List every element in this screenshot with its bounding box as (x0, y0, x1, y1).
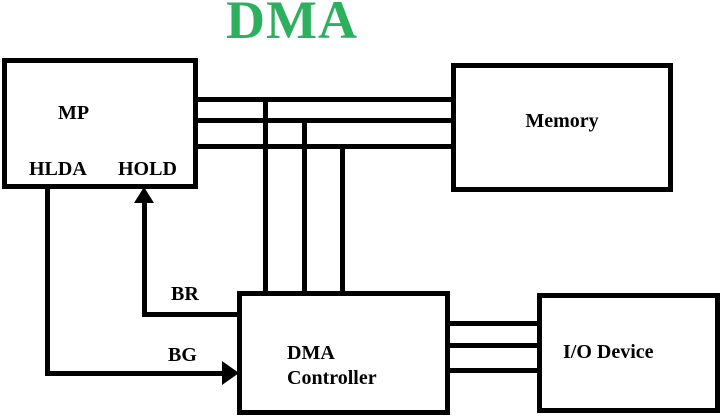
br-line-vertical (142, 200, 147, 317)
br-line-horizontal (142, 312, 239, 317)
bus-line-h1 (195, 97, 453, 102)
bg-line-vertical (45, 187, 50, 376)
dma-io-line-2 (448, 343, 539, 348)
mp-pin-hold-label: HOLD (118, 158, 177, 180)
memory-label: Memory (525, 110, 599, 132)
dma-io-line-3 (448, 368, 539, 373)
diagram-title: DMA (226, 0, 358, 50)
mp-label: MP (58, 102, 90, 124)
br-signal-label: BR (171, 283, 199, 305)
mp-box: MP HLDA HOLD (2, 58, 198, 189)
bg-arrow-right-icon (222, 361, 239, 385)
io-device-box: I/O Device (537, 293, 720, 413)
hold-arrow-up-icon (134, 187, 154, 203)
dma-controller-label: DMA Controller (287, 341, 377, 391)
memory-box: Memory (451, 63, 673, 192)
mp-pin-hlda-label: HLDA (29, 158, 87, 180)
dma-io-line-1 (448, 321, 539, 326)
bus-line-h2 (195, 118, 453, 123)
dma-controller-label-line2: Controller (287, 367, 377, 389)
bus-line-v2 (302, 118, 307, 294)
dma-controller-label-line1: DMA (287, 342, 335, 364)
bus-line-v1 (263, 97, 268, 294)
bg-signal-label: BG (168, 344, 197, 366)
bg-line-horizontal (45, 371, 225, 376)
io-device-label: I/O Device (563, 341, 654, 363)
bus-line-v3 (340, 144, 345, 294)
bus-line-h3 (195, 144, 453, 149)
dma-controller-box: DMA Controller (237, 291, 450, 415)
